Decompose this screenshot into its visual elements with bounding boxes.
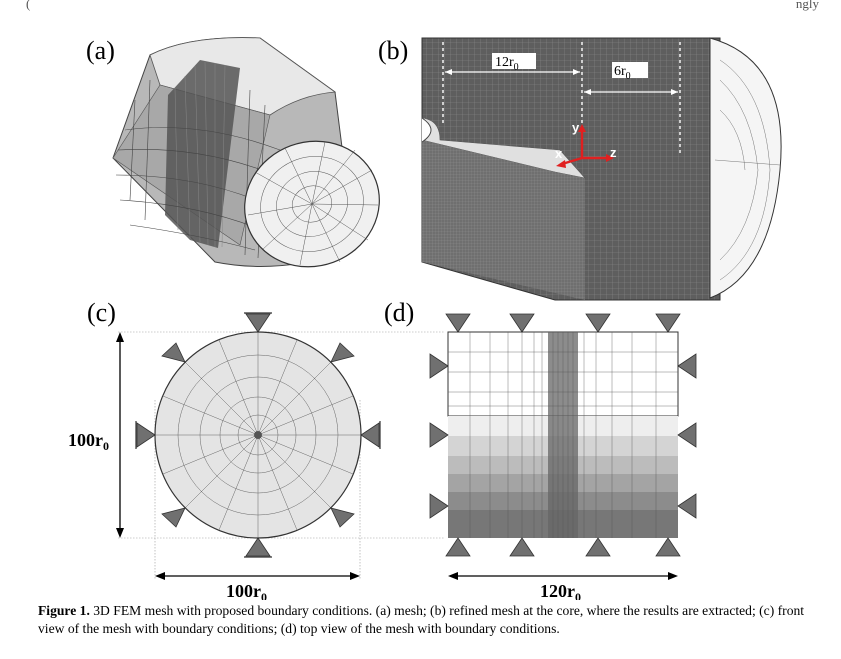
panel-label-a: (a)	[86, 36, 115, 65]
panel-b-dim-right: 6r0	[614, 64, 631, 82]
header-right-text: ngly	[795, 0, 819, 11]
panel-b-axis-y-label: y	[572, 120, 580, 135]
page-header-fragment: ( ngly	[0, 0, 841, 14]
panel-label-d: (d)	[384, 298, 415, 327]
panel-c-width-dim: 100r0	[226, 581, 267, 600]
panel-b-refined-mesh	[421, 37, 782, 301]
figure-caption: Figure 1. 3D FEM mesh with proposed boun…	[38, 602, 828, 638]
panel-b-axis-z-label: z	[610, 145, 617, 160]
panel-label-b: (b)	[378, 36, 409, 65]
panel-c-height-dim: 100r0	[68, 430, 109, 453]
panel-label-c: (c)	[87, 298, 116, 327]
figure-canvas: 12r0 6r0 y x z 100r0 100r0 120r0	[68, 37, 782, 600]
panel-b-axis-x-label: x	[555, 146, 563, 161]
caption-lead: Figure 1.	[38, 603, 90, 618]
panel-d-top-view	[429, 313, 697, 580]
panel-b-dim-left: 12r0	[495, 55, 519, 73]
panel-a-cylinder-mesh	[112, 37, 380, 268]
panel-d-width-dim: 120r0	[540, 581, 581, 600]
header-left-text: (	[26, 0, 31, 11]
panel-c-front-view	[116, 312, 445, 580]
caption-text: 3D FEM mesh with proposed boundary condi…	[38, 603, 805, 636]
panel-a-radial-lines	[247, 141, 379, 266]
